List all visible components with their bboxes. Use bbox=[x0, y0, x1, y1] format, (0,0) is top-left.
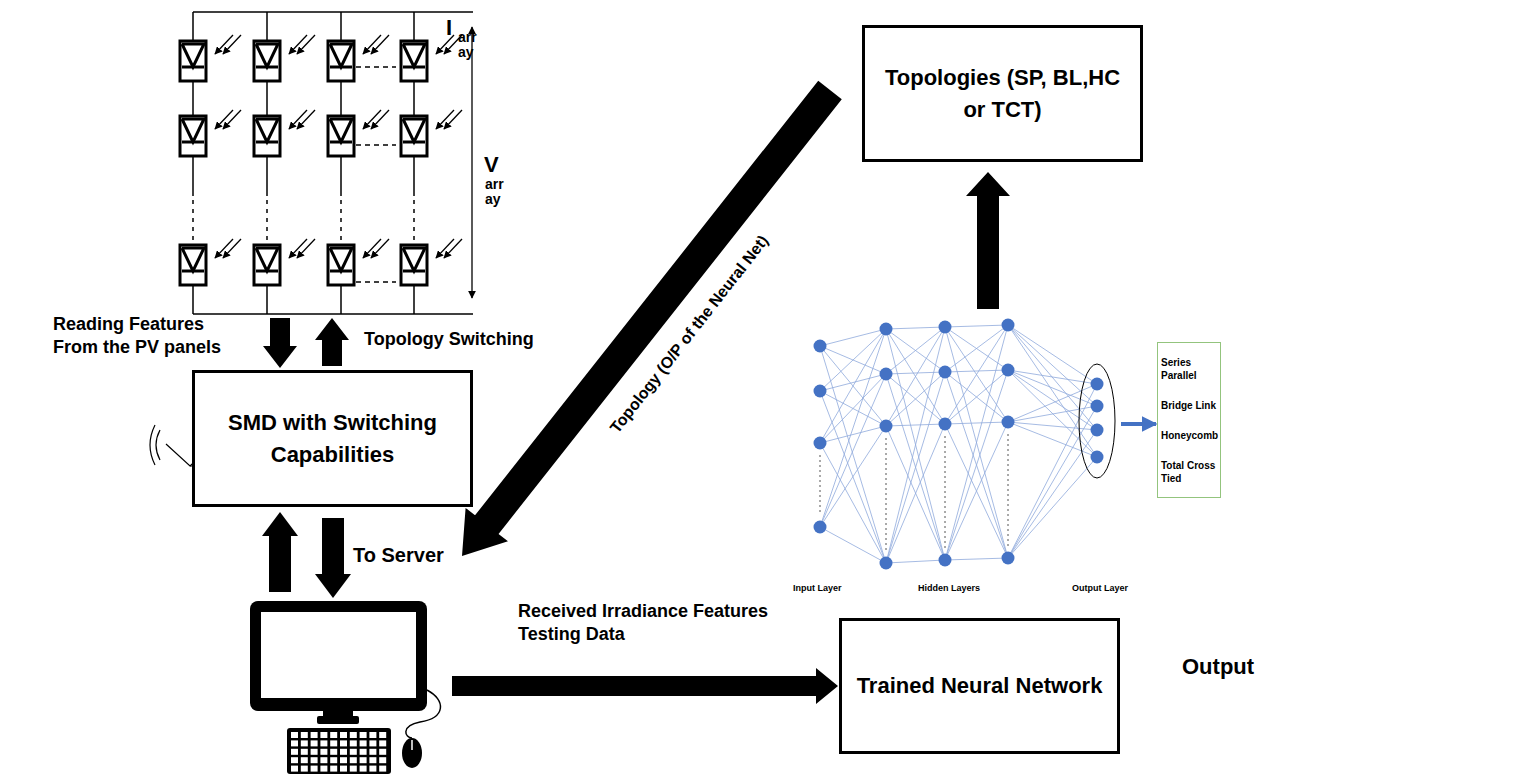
block-arrow bbox=[315, 318, 349, 366]
current-symbol: I bbox=[446, 14, 452, 43]
pv-array bbox=[180, 12, 473, 314]
layer-label: Hidden Layers bbox=[918, 583, 980, 595]
flow-label: Received Irradiance Features Testing Dat… bbox=[518, 600, 818, 647]
voltage-symbol: V bbox=[484, 151, 499, 180]
block-arrow bbox=[452, 668, 838, 704]
block-arrow bbox=[966, 172, 1010, 309]
block-arrow bbox=[263, 318, 297, 368]
computer-icon bbox=[250, 601, 440, 774]
process-box: Trained Neural Network bbox=[839, 618, 1120, 754]
node-text: SMD with Switching Capabilities bbox=[205, 407, 460, 471]
subscript: array bbox=[458, 30, 480, 61]
block-arrow bbox=[315, 518, 351, 598]
process-box: Topologies (SP, BL,HC or TCT) bbox=[862, 25, 1143, 162]
layer-label: Output Layer bbox=[1072, 583, 1128, 595]
node-text: Total Cross Tied bbox=[1161, 459, 1217, 485]
layer-label: Input Layer bbox=[793, 583, 842, 595]
node-text: Honeycomb bbox=[1161, 429, 1218, 442]
node-text: Series Parallel bbox=[1161, 356, 1217, 382]
block-arrow bbox=[462, 81, 842, 556]
neural-network-figure bbox=[814, 319, 1157, 570]
process-box: SMD with Switching Capabilities bbox=[192, 370, 473, 507]
block-arrow bbox=[262, 512, 298, 592]
node-text: Bridge Link bbox=[1161, 399, 1216, 412]
output-class-box: Series ParallelBridge LinkHoneycombTotal… bbox=[1157, 342, 1221, 498]
flow-label: To Server bbox=[353, 542, 444, 568]
flow-label: Topology Switching bbox=[364, 328, 534, 351]
output-label: Output bbox=[1182, 653, 1254, 682]
node-text: Topologies (SP, BL,HC or TCT) bbox=[875, 62, 1130, 126]
node-text: Trained Neural Network bbox=[857, 670, 1103, 702]
flow-label: Reading Features From the PV panels bbox=[53, 313, 253, 360]
subscript: array bbox=[485, 177, 511, 208]
